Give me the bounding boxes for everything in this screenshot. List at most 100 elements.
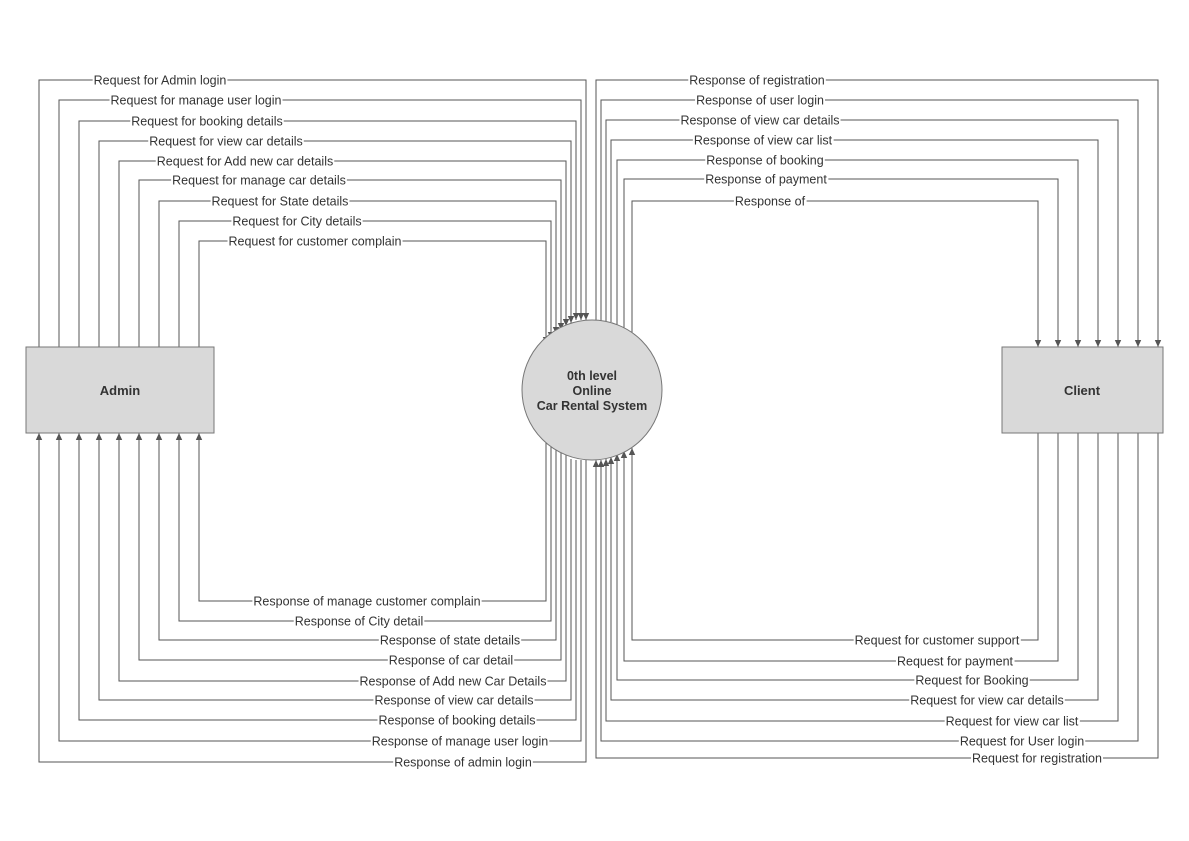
flow-label-client-response: Response of registration [689,74,825,88]
label-background [373,693,535,708]
flow-arrow [95,433,572,701]
flow-label-client-request: Request for view car details [910,694,1064,708]
label-background [358,674,548,689]
flow-label-client-response: Response of view car list [694,134,833,148]
flow-arrow [55,433,582,742]
label-background [704,172,829,187]
label-background [895,654,1015,669]
label-background [171,173,347,188]
flow-label-admin-request: Request for manage user login [111,94,282,108]
flow-arrow [605,119,1122,347]
label-background [155,154,335,169]
label-background [679,113,841,128]
flow-label-admin-request: Request for State details [212,195,349,209]
label-background [210,194,350,209]
label-background [914,673,1030,688]
label-background [958,734,1086,749]
flow-label-admin-request: Request for booking details [131,115,282,129]
flow-arrow [613,433,1079,681]
label-background [695,93,825,108]
label-background [231,214,363,229]
flow-arrow [623,178,1062,347]
flow-label-client-request: Request for customer support [855,634,1020,648]
label-background [252,594,482,609]
label-background [853,633,1021,648]
label-background [705,153,825,168]
label-background [378,633,522,648]
process-label-line1: 0th level [567,369,617,383]
label-background [293,614,425,629]
flow-arrow [592,433,1159,759]
flow-arrow [175,433,552,622]
label-background [733,194,807,209]
label-background [109,93,283,108]
flow-arrow [628,433,1039,641]
label-background [688,73,826,88]
flow-label-admin-response: Response of state details [380,634,520,648]
flow-label-client-request: Request for User login [960,735,1084,749]
label-background [370,734,550,749]
flow-label-admin-response: Response of view car details [374,694,533,708]
process-circle[interactable] [521,319,663,461]
label-background [944,714,1080,729]
flow-label-admin-response: Response of Add new Car Details [360,675,547,689]
label-background [92,73,228,88]
label-background [909,693,1065,708]
flow-arrow [178,220,555,347]
process-label-line2: Online [573,384,612,398]
flow-label-client-request: Request for registration [972,752,1102,766]
flow-label-client-request: Request for view car list [946,715,1079,729]
flow-arrow [602,433,1119,722]
flow-label-client-request: Request for payment [897,655,1014,669]
flow-arrow [135,433,562,661]
flow-label-client-response: Response of view car details [680,114,839,128]
flow-arrow [616,159,1082,347]
client-entity-box[interactable] [1001,346,1164,434]
flow-label-admin-request: Request for Admin login [94,74,227,88]
flow-label-client-response: Response of booking [706,154,823,168]
flow-label-client-response: Response of user login [696,94,824,108]
flow-arrow [78,120,580,347]
label-background [692,133,834,148]
label-background [387,653,515,668]
flow-arrow [38,79,590,347]
label-background [148,134,304,149]
process-label-line3: Car Rental System [537,399,647,413]
flow-label-admin-request: Request for customer complain [229,235,402,249]
flow-label-admin-response: Response of booking details [378,714,535,728]
flow-arrow [58,99,585,347]
flow-arrow [198,240,550,347]
flow-arrow [115,433,567,682]
label-background [393,755,533,770]
flow-arrow [195,433,547,602]
admin-entity-label: Admin [100,383,141,398]
flow-arrow [158,200,560,347]
flow-label-admin-response: Response of car detail [389,654,513,668]
flow-label-admin-response: Response of admin login [394,756,532,770]
flow-arrow [607,433,1099,701]
label-background [130,114,284,129]
flow-label-admin-request: Request for view car details [149,135,303,149]
flow-arrow [155,433,557,641]
admin-entity-box[interactable] [25,346,215,434]
flow-label-admin-response: Response of City detail [295,615,424,629]
flow-label-admin-request: Request for City details [232,215,361,229]
flow-arrow [631,200,1042,347]
flow-arrow [595,79,1162,347]
flow-arrow [138,179,565,347]
label-background [377,713,537,728]
flow-label-admin-request: Request for manage car details [172,174,346,188]
flow-label-admin-response: Response of manage user login [372,735,549,749]
label-background [227,234,403,249]
flow-label-admin-request: Request for Add new car details [157,155,334,169]
flow-label-admin-response: Response of manage customer complain [253,595,480,609]
flow-arrow [35,433,587,763]
flow-label-client-response: Response of payment [705,173,827,187]
flow-arrow [600,99,1142,347]
flow-arrow [75,433,577,721]
label-background [971,751,1104,766]
flow-arrow [98,140,575,347]
flow-label-client-request: Request for Booking [915,674,1028,688]
